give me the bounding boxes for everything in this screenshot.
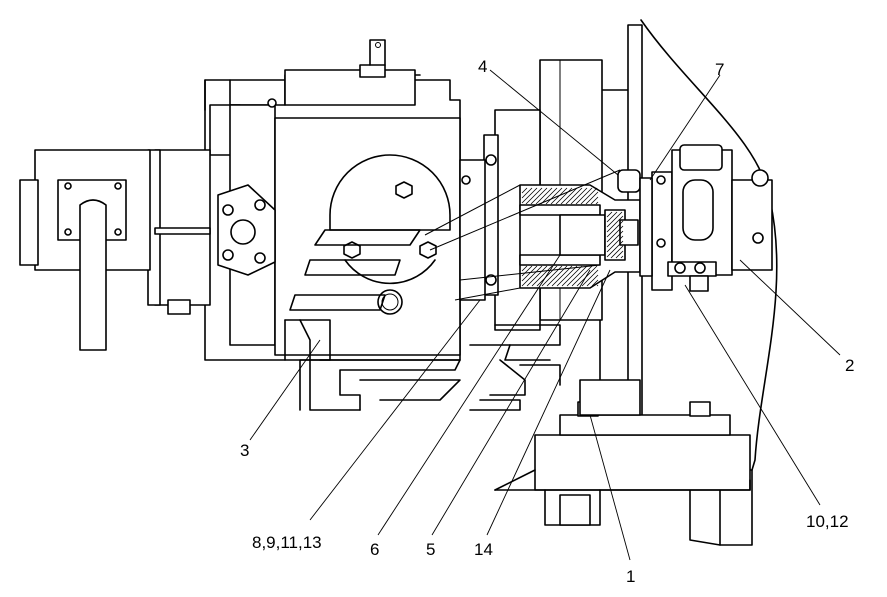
hatch-line	[560, 187, 578, 205]
hatch-line	[571, 265, 593, 287]
hatch-line	[525, 187, 543, 205]
hatch-line	[535, 187, 553, 205]
callout-1: 1	[626, 567, 635, 586]
hatch-line	[536, 265, 558, 287]
hatch-line	[620, 255, 624, 259]
callout-3: 3	[240, 441, 249, 460]
hatch-line	[581, 269, 599, 287]
hatch-line	[606, 240, 624, 258]
hatch-line	[585, 191, 599, 205]
hatch-line	[606, 225, 624, 243]
hatch-line	[521, 265, 543, 287]
coupling-section	[519, 169, 653, 289]
hatch-line	[540, 187, 558, 205]
hatch-line	[576, 265, 598, 287]
rear-pump-section	[19, 149, 211, 351]
projection-lines	[424, 169, 621, 301]
hatch-line	[606, 211, 613, 218]
hatch-line	[521, 265, 533, 277]
callout-7: 7	[715, 60, 724, 79]
hatch-line	[606, 220, 624, 238]
hydraulic-pump	[204, 39, 486, 361]
callout-4: 4	[478, 57, 487, 76]
hatch-line	[566, 265, 588, 287]
hatch-line	[606, 211, 623, 228]
hatch-line	[521, 265, 538, 282]
hatch-line	[575, 187, 593, 205]
leader-lines	[249, 69, 841, 561]
callout-10-12: 10,12	[806, 512, 849, 531]
hatch-line	[521, 187, 538, 204]
hatch-line	[531, 265, 553, 287]
section-hatching	[521, 187, 624, 287]
hatch-line	[521, 187, 528, 194]
hatch-line	[590, 196, 599, 205]
hatch-line	[545, 187, 563, 205]
hatch-line	[555, 187, 573, 205]
hatch-line	[591, 279, 599, 287]
hatch-line	[606, 230, 624, 248]
hatch-line	[586, 274, 599, 287]
hatch-line	[606, 215, 624, 233]
hatch-line	[551, 265, 573, 287]
coupling-flange-assembly	[651, 144, 773, 292]
hatch-line	[596, 284, 599, 287]
callout-2: 2	[845, 356, 854, 375]
callout-labels: 4 7 2 3 10,12 8,9,11,13 6 5 14 1	[240, 57, 854, 586]
callout-5: 5	[426, 540, 435, 559]
hatch-line	[570, 187, 588, 205]
exploded-plates	[284, 319, 561, 411]
hatch-line	[565, 187, 583, 205]
hatch-line	[530, 187, 548, 205]
callout-8-9-11-13: 8,9,11,13	[252, 533, 322, 552]
hatch-line	[595, 201, 599, 205]
hatch-line	[521, 265, 528, 272]
callout-6: 6	[370, 540, 379, 559]
hatch-line	[526, 265, 548, 287]
hatch-line	[606, 235, 624, 253]
hatch-line	[606, 211, 618, 223]
callout-14: 14	[474, 540, 493, 559]
hatch-line	[610, 245, 624, 259]
hatch-line	[561, 265, 583, 287]
hatch-line	[521, 187, 533, 199]
mounting-bracket	[494, 379, 751, 526]
hatch-line	[580, 187, 598, 205]
hatch-line	[556, 265, 578, 287]
hatch-line	[615, 250, 624, 259]
